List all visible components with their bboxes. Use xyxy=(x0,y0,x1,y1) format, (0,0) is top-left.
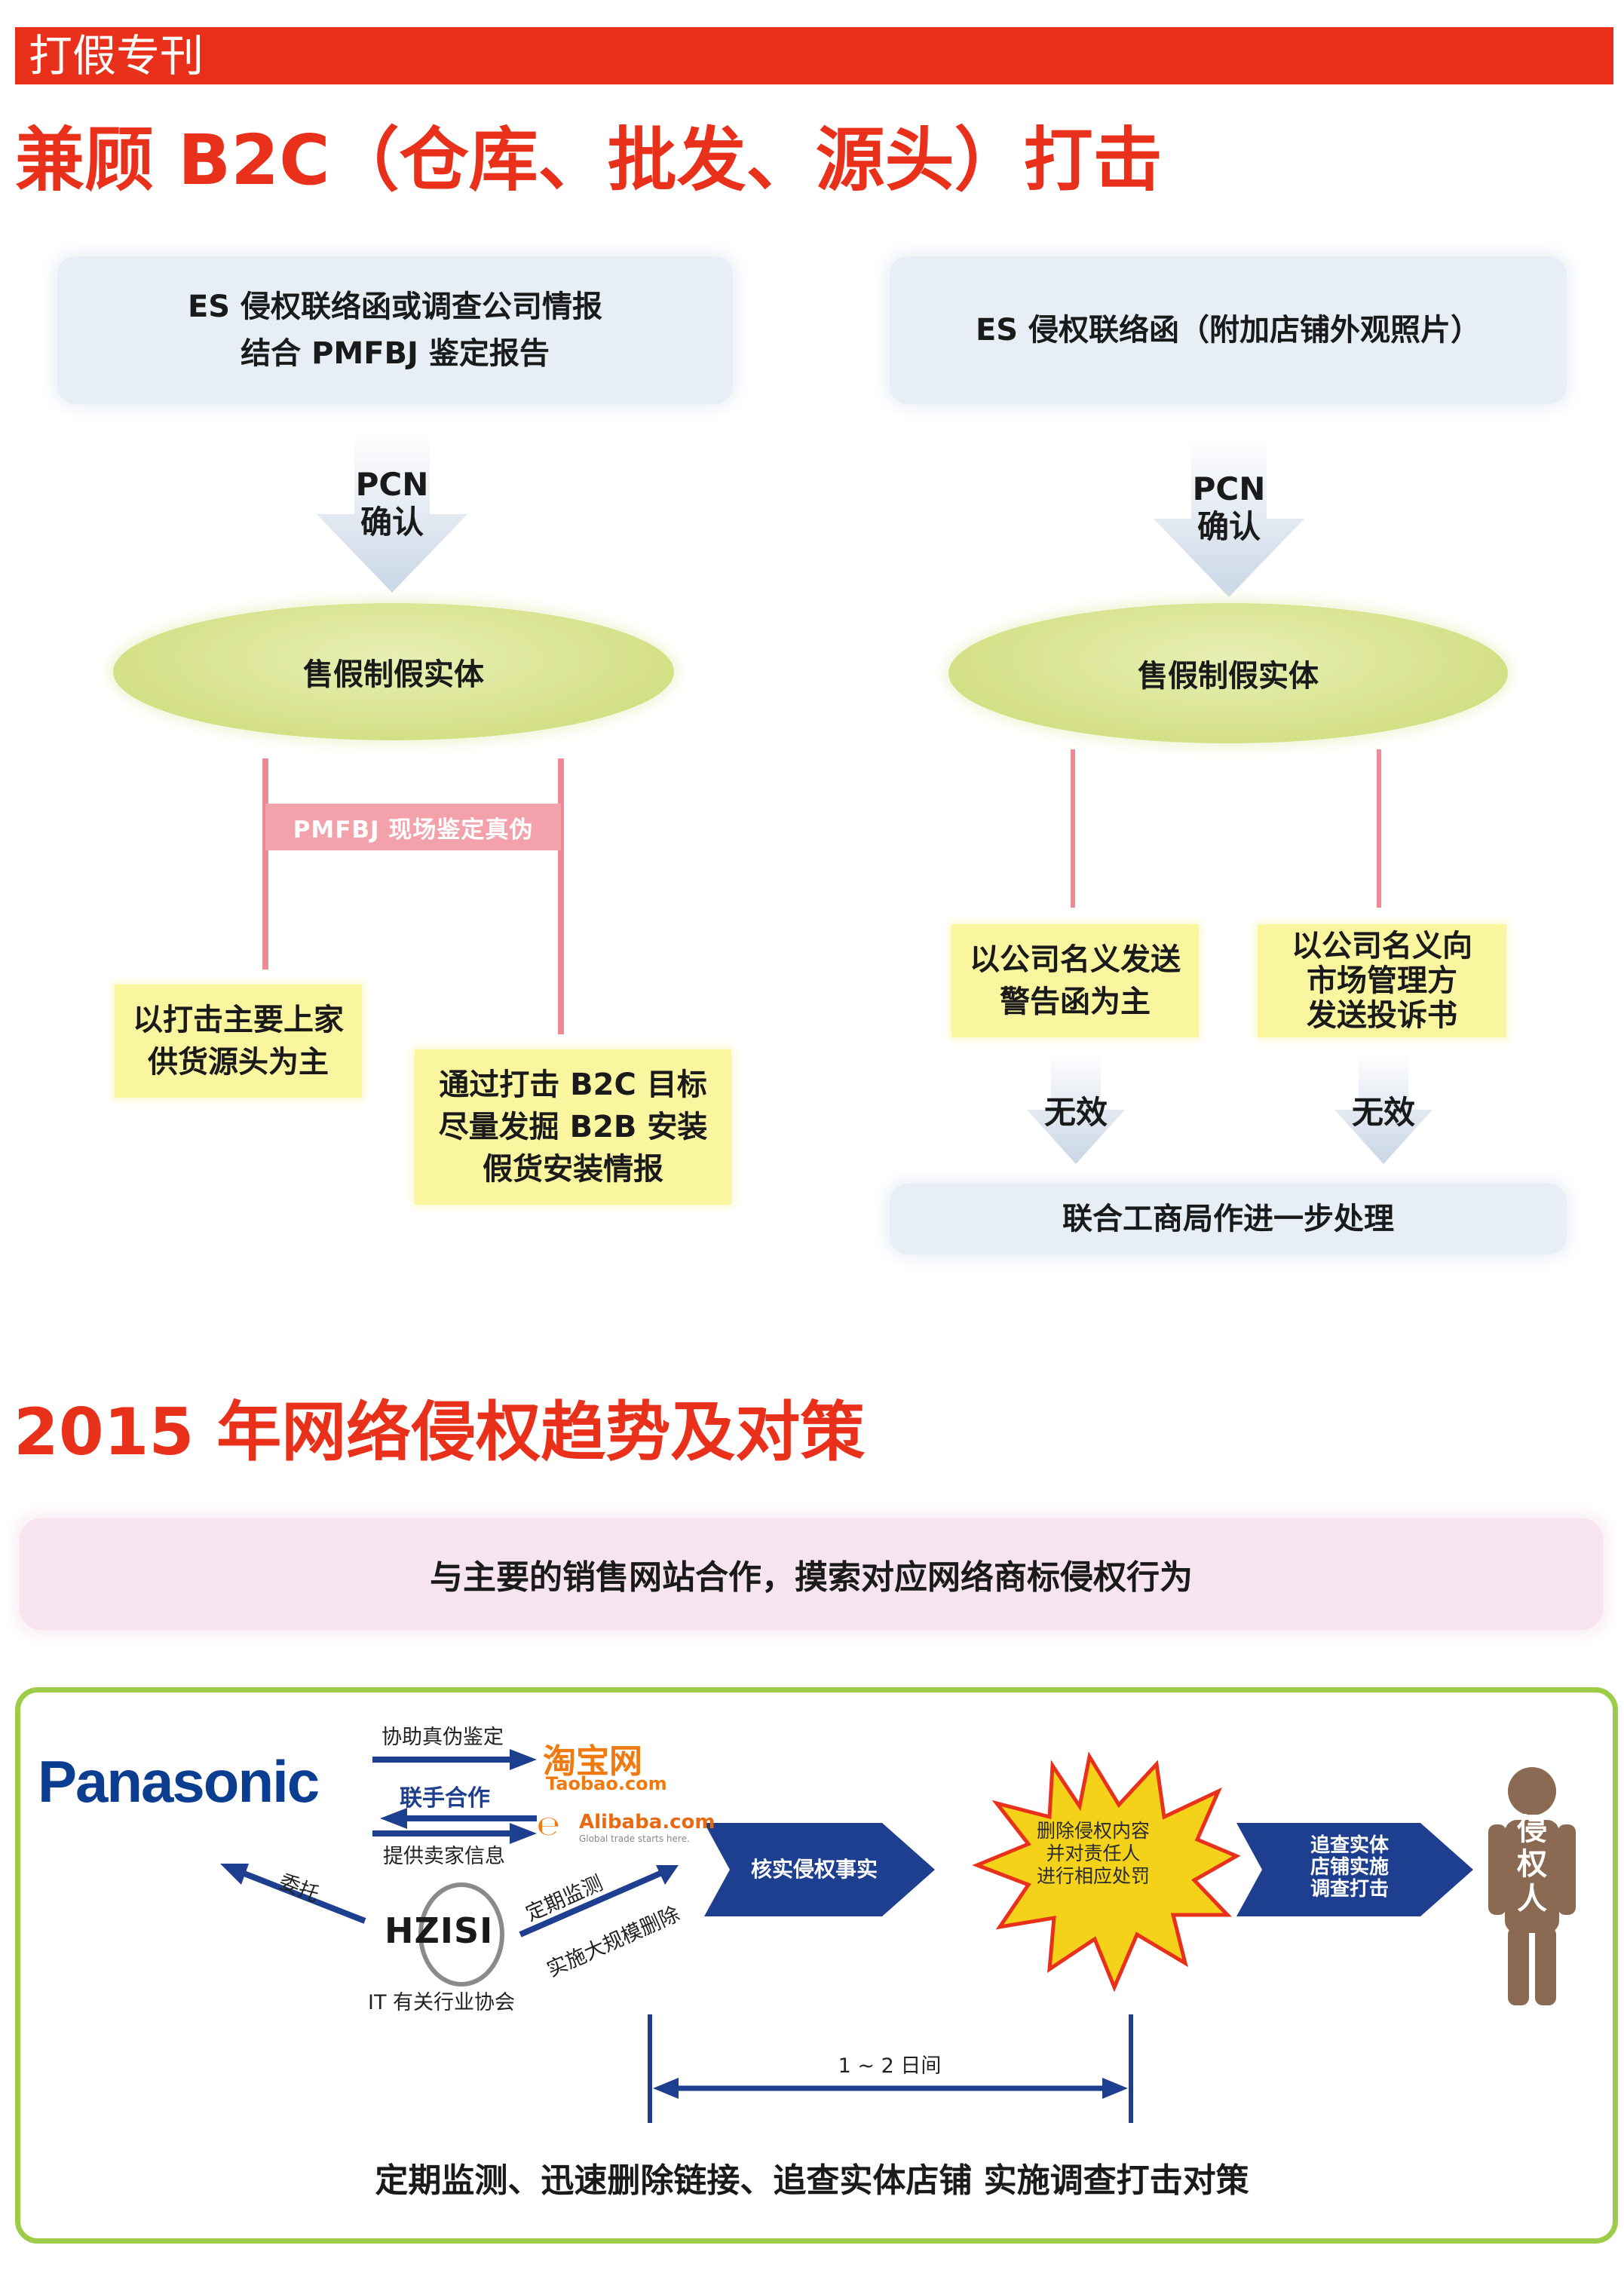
seller-info-label: 提供卖家信息 xyxy=(383,1845,505,1868)
taobao-logo: 淘宝网 xyxy=(543,1742,642,1781)
left-pcn-label: PCN 确认 xyxy=(355,466,429,541)
alibaba-logo: Alibaba.com xyxy=(579,1811,715,1833)
right-pcn-arrow xyxy=(1154,436,1304,597)
left-source-box: ES 侵权联络函或调查公司情报 结合 PMFBJ 鉴定报告 xyxy=(57,256,733,404)
left-result-box-a: 以打击主要上家 供货源头为主 xyxy=(115,985,362,1098)
verify-label: 核实侵权事实 xyxy=(750,1857,878,1882)
cooperation-banner: 与主要的销售网站合作，摸索对应网络商标侵权行为 xyxy=(20,1518,1603,1630)
right-source-box: ES 侵权联络函（附加店铺外观照片） xyxy=(890,256,1567,404)
onsite-verification-bar: PMFBJ 现场鉴定真伪 xyxy=(265,804,561,850)
starburst-text: 删除侵权内容 并对责任人 进行相应处罚 xyxy=(1036,1820,1150,1887)
right-invalid-arrow-b xyxy=(1334,1051,1432,1164)
alibaba-tagline: Global trade starts here. xyxy=(579,1833,690,1844)
left-result-box-b: 通过打击 B2C 目标 尽量发掘 B2B 安装 假货安装情报 xyxy=(415,1049,731,1205)
right-result-box-a: 以公司名义发送 警告函为主 xyxy=(951,924,1199,1037)
left-pcn-arrow xyxy=(317,431,467,593)
right-invalid-label-b: 无效 xyxy=(1351,1094,1415,1131)
cooperate-label: 联手合作 xyxy=(400,1785,490,1812)
flow-summary: 定期监测、迅速删除链接、追查实体店铺 实施调查打击对策 xyxy=(375,2161,1249,2200)
final-action-box: 联合工商局作进一步处理 xyxy=(890,1184,1567,1254)
left-entity-ellipse: 售假制假实体 xyxy=(113,603,674,740)
timespan-label: 1 ~ 2 日间 xyxy=(838,2054,942,2078)
right-connector-line-b xyxy=(1377,749,1381,908)
left-connector-line-a xyxy=(262,758,268,970)
alibaba-icon: ℮ xyxy=(537,1811,560,1842)
pursue-label: 追查实体 店铺实施 调查打击 xyxy=(1310,1834,1389,1901)
infringer-label: 侵 权 人 xyxy=(1517,1812,1547,1916)
section-header-band xyxy=(15,27,1613,84)
hzisi-logo: HZISI xyxy=(385,1910,494,1951)
section-label: 打假专刊 xyxy=(29,30,204,81)
right-pcn-label: PCN 确认 xyxy=(1192,470,1266,545)
flow-frame xyxy=(15,1687,1618,2244)
right-invalid-arrow-a xyxy=(1027,1051,1125,1164)
left-connector-line-b xyxy=(558,758,564,1034)
right-result-box-b: 以公司名义向 市场管理方 发送投诉书 xyxy=(1258,924,1506,1037)
hzisi-caption: IT 有关行业协会 xyxy=(368,1991,516,2014)
right-invalid-label-a: 无效 xyxy=(1043,1094,1108,1131)
taobao-url: Taobao.com xyxy=(546,1773,667,1794)
right-connector-line-a xyxy=(1071,749,1075,908)
section1-title: 兼顾 B2C（仓库、批发、源头）打击 xyxy=(15,120,1163,201)
right-entity-ellipse: 售假制假实体 xyxy=(948,603,1508,743)
section2-title: 2015 年网络侵权趋势及对策 xyxy=(14,1395,866,1470)
panasonic-logo: Panasonic xyxy=(38,1748,320,1815)
assist-label: 协助真伪鉴定 xyxy=(381,1726,504,1749)
